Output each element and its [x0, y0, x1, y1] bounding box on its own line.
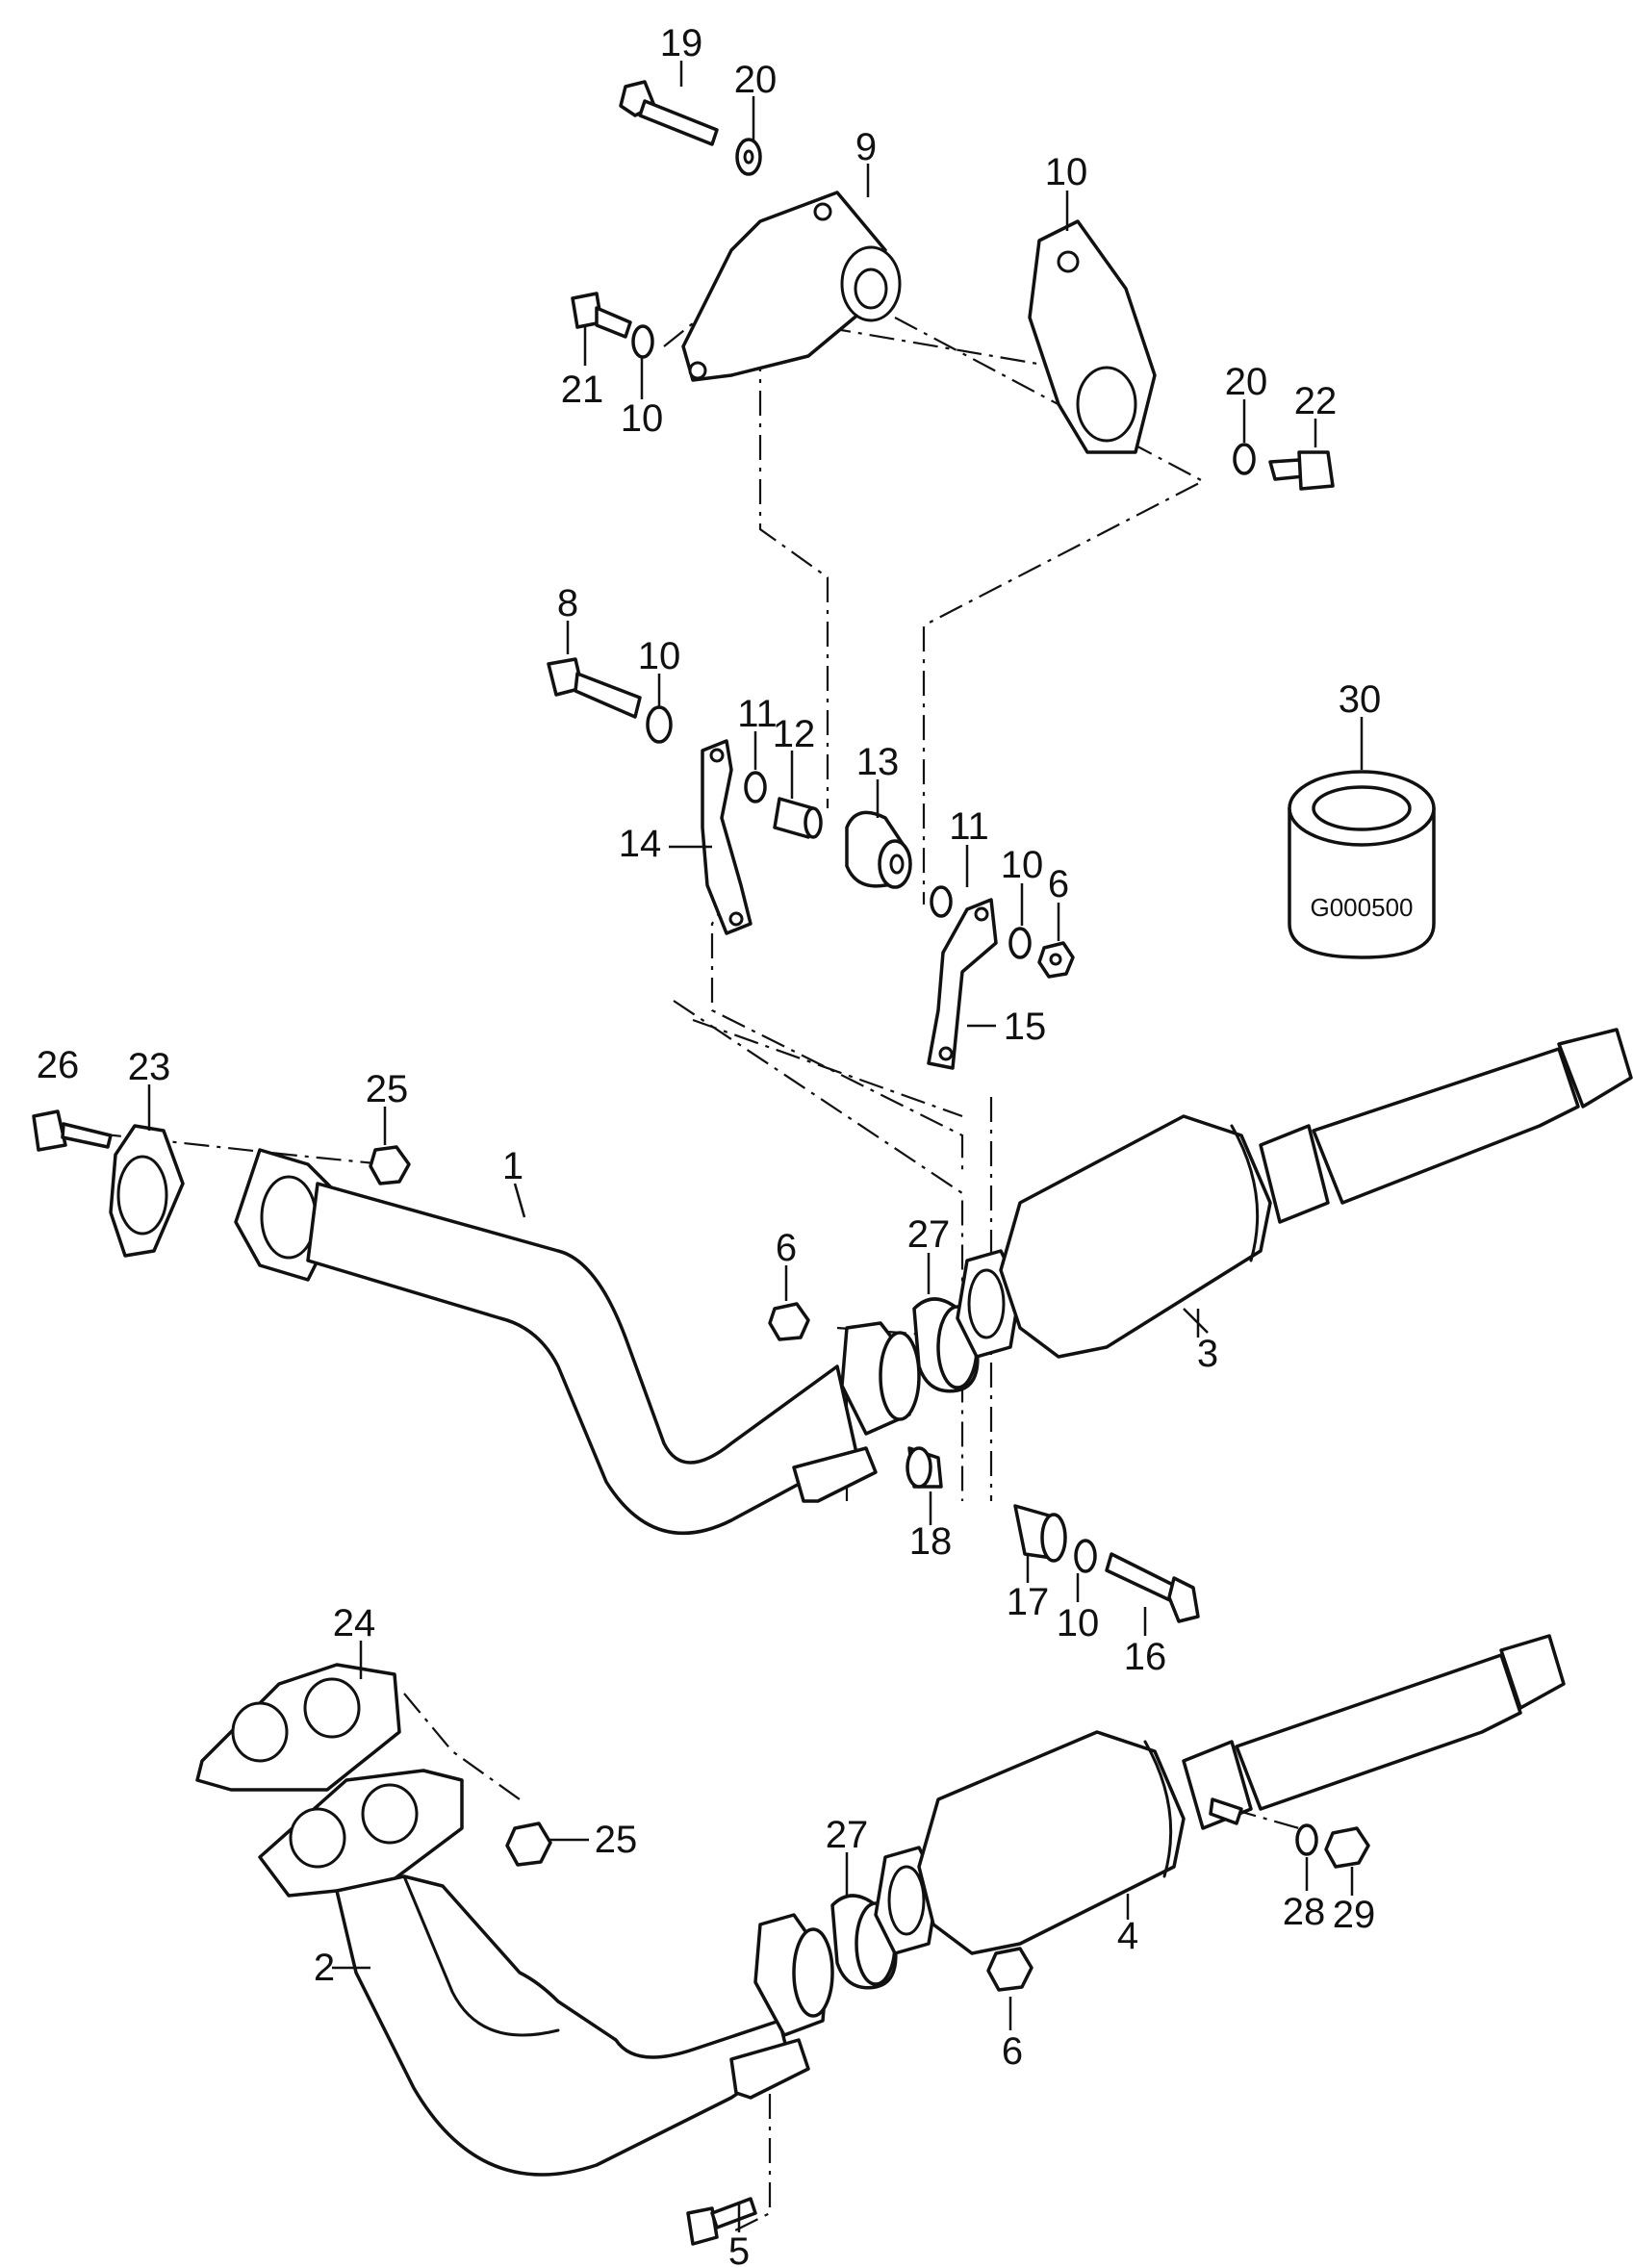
callout-11-right: 11: [949, 805, 989, 848]
callout-30: 30: [1339, 678, 1382, 721]
callout-9: 8: [557, 582, 578, 624]
bracket-8: [1028, 219, 1157, 454]
filter-30: G000500: [1288, 770, 1436, 959]
flange-joint-low: [753, 1913, 834, 2037]
catalytic-converter-4: [874, 1634, 1566, 1955]
callout-27-top: 27: [907, 1213, 951, 1256]
callout-27-low: 27: [826, 1814, 869, 1856]
rubber-mount-13: [845, 810, 912, 889]
spacer-12: [773, 797, 823, 839]
callout-labels: 19 20 9 10 21 10 20 22 8 10 11 12 13 14 …: [37, 22, 1382, 2268]
callout-29: 29: [1333, 1894, 1376, 1936]
callout-2: 2: [314, 1947, 335, 1989]
callout-10-mid: 10: [638, 635, 681, 677]
callout-23: 23: [128, 1046, 171, 1088]
callout-19: 19: [660, 22, 703, 64]
callout-1: 1: [502, 1145, 523, 1187]
front-pipe-2: [258, 1769, 791, 2177]
callout-8: 10: [1045, 151, 1088, 193]
bolt-18: [906, 1446, 943, 1489]
bolt-26: [32, 1109, 113, 1152]
callout-7: 9: [855, 126, 877, 168]
callout-10-top: 10: [621, 397, 664, 440]
bolt-22: [1268, 450, 1335, 491]
callout-10-low: 10: [1057, 1602, 1100, 1644]
washer-10-low: [1074, 1539, 1097, 1573]
flange-joint: [840, 1321, 921, 1436]
gasket-24: [195, 1663, 401, 1792]
callout-22: 22: [1294, 380, 1338, 422]
strap-15: [927, 898, 998, 1070]
callout-16: 16: [1124, 1636, 1167, 1678]
callout-6-pipe: 6: [776, 1227, 797, 1269]
bolt-9: [547, 657, 642, 719]
callout-24: 24: [333, 1602, 376, 1644]
nut-6-mid: [1037, 941, 1075, 979]
gasket-23: [109, 1124, 185, 1258]
nut-29: [1324, 1826, 1370, 1869]
callout-13: 13: [856, 741, 900, 783]
bracket-lower: [792, 1446, 878, 1503]
washer-10-mid: [646, 705, 673, 744]
callout-14: 14: [619, 823, 662, 865]
callout-26: 26: [37, 1044, 80, 1086]
bolt-19: [619, 80, 719, 146]
washer-28: [1295, 1823, 1318, 1856]
spring-17: [1013, 1504, 1067, 1563]
bolt-5: [686, 2197, 757, 2246]
nut-25-low: [505, 1822, 552, 1867]
bracket-7: [681, 191, 902, 382]
washer-11-left: [744, 771, 767, 803]
bolt-16: [1105, 1552, 1200, 1623]
bolt-21: [571, 292, 632, 339]
callout-18: 18: [909, 1520, 953, 1563]
callout-20-right: 20: [1225, 361, 1268, 403]
washer-10-right: [1008, 927, 1032, 959]
washer-20-top: [735, 138, 762, 176]
leader-lines: [147, 61, 1364, 2232]
callout-12: 12: [773, 713, 816, 755]
front-pipe-1: [234, 1148, 858, 1536]
nut-6-low: [986, 1947, 1033, 1992]
callout-21: 21: [561, 369, 604, 411]
callout-25-low: 25: [595, 1819, 638, 1861]
washer-10-top: [631, 324, 654, 359]
callout-10-right: 10: [1001, 844, 1044, 886]
washer-20-right: [1233, 443, 1256, 475]
callout-6-low: 6: [1002, 2030, 1023, 2073]
nut-6-pipe: [768, 1302, 810, 1341]
nut-25-top: [369, 1145, 411, 1185]
bracket-lower-2: [729, 2038, 810, 2100]
washer-11-right: [930, 885, 953, 918]
callout-15: 15: [1004, 1006, 1047, 1048]
callout-28: 28: [1283, 1891, 1326, 1933]
callout-25-top: 25: [366, 1068, 409, 1110]
callout-11-left: 11: [737, 693, 778, 735]
filter-stamp: G000500: [1311, 893, 1414, 922]
callout-4: 4: [1117, 1915, 1138, 1957]
strap-14: [701, 739, 753, 935]
callout-17: 17: [1007, 1581, 1050, 1623]
catalytic-converter-3: [956, 1028, 1633, 1359]
callout-5: 5: [728, 2230, 750, 2268]
callout-6-mid: 6: [1048, 863, 1069, 905]
callout-3: 3: [1197, 1333, 1218, 1375]
callout-20-top: 20: [734, 59, 778, 101]
